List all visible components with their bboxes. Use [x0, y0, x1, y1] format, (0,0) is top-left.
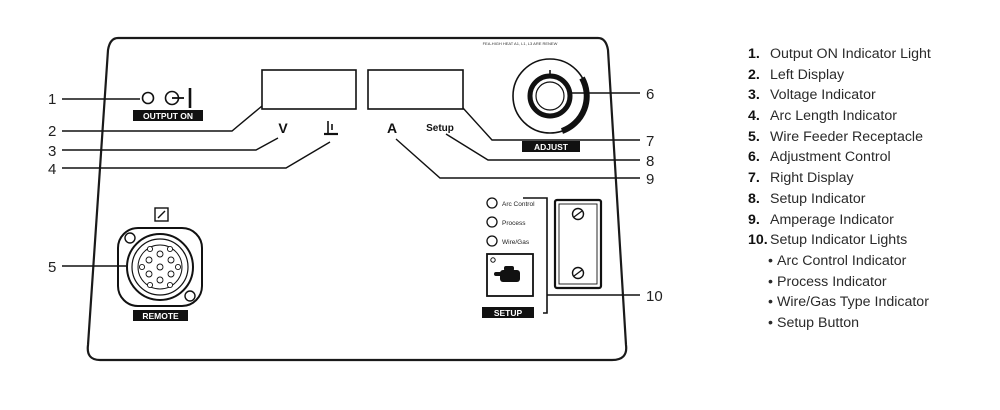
wire-gas-label: Wire/Gas [502, 239, 530, 246]
remote-icon [154, 207, 169, 222]
amperage-indicator: A [387, 120, 397, 136]
right-display [367, 69, 464, 110]
panel-top-tiny-text: FEA-HIGH HEAT A1, L1, L3 ARE RENEW [483, 41, 558, 46]
setup-button[interactable] [486, 253, 534, 297]
legend-item: 2.Left Display [748, 66, 845, 83]
legend-sub-item: •Wire/Gas Type Indicator [768, 294, 929, 311]
output-on-icon [164, 88, 192, 108]
setup-lights-group: Arc Control Process Wire/Gas [486, 197, 535, 247]
callout-9: 9 [646, 171, 654, 188]
process-light [486, 216, 498, 228]
legend-item: 5.Wire Feeder Receptacle [748, 128, 923, 145]
leader-line-2 [62, 105, 263, 132]
setup-badge [482, 307, 534, 318]
legend-item: 1.Output ON Indicator Light [748, 46, 931, 62]
leader-line-9 [395, 138, 640, 179]
adjust-label: ADJUST [534, 142, 569, 152]
leader-line-3 [62, 137, 279, 151]
legend-item: 3.Voltage Indicator [748, 87, 876, 104]
leader-line-7 [462, 107, 640, 141]
wire-gas-light [486, 235, 498, 247]
arc-control-label: Arc Control [502, 201, 535, 208]
adjust-badge [522, 141, 580, 152]
callout-3: 3 [48, 143, 56, 160]
setup-bracket [523, 197, 548, 314]
callout-1: 1 [48, 91, 56, 108]
hand-press-icon [494, 266, 520, 282]
arc-control-light [486, 197, 498, 209]
legend-item: 10.Setup Indicator Lights [748, 232, 908, 249]
legend-sub-item: •Arc Control Indicator [768, 252, 907, 269]
callout-7: 7 [646, 133, 654, 150]
remote-badge [133, 310, 188, 321]
callout-2: 2 [48, 123, 56, 140]
callout-10: 10 [646, 288, 663, 305]
leader-line-4 [62, 141, 331, 169]
legend-item: 7.Right Display [748, 170, 854, 187]
setup-indicator: Setup [426, 123, 454, 134]
adjustment-knob [512, 58, 590, 134]
callout-4: 4 [48, 161, 56, 178]
legend-item: 9.Amperage Indicator [748, 211, 894, 228]
wire-feeder-receptacle [117, 227, 203, 307]
output-on-label: OUTPUT ON [143, 111, 193, 121]
setup-badge-label: SETUP [494, 308, 523, 318]
legend: 1.Output ON Indicator Light 2.Left Displ… [748, 44, 988, 334]
callout-5: 5 [48, 259, 56, 276]
callout-6: 6 [646, 86, 654, 103]
output-on-badge [133, 110, 203, 121]
callout-8: 8 [646, 153, 654, 170]
voltage-indicator: V [278, 120, 288, 136]
leader-line-8 [445, 133, 640, 161]
output-on-indicator-light [141, 91, 155, 105]
legend-item: 8.Setup Indicator [748, 190, 866, 207]
process-label: Process [502, 220, 526, 227]
left-display [261, 69, 357, 110]
remote-label: REMOTE [142, 311, 179, 321]
arc-length-icon [324, 121, 338, 136]
legend-sub-item: •Process Indicator [768, 273, 887, 290]
legend-item: 4.Arc Length Indicator [748, 108, 897, 125]
legend-sub-item: •Setup Button [768, 314, 860, 331]
legend-item: 6.Adjustment Control [748, 149, 891, 166]
cover-plate [553, 198, 603, 290]
